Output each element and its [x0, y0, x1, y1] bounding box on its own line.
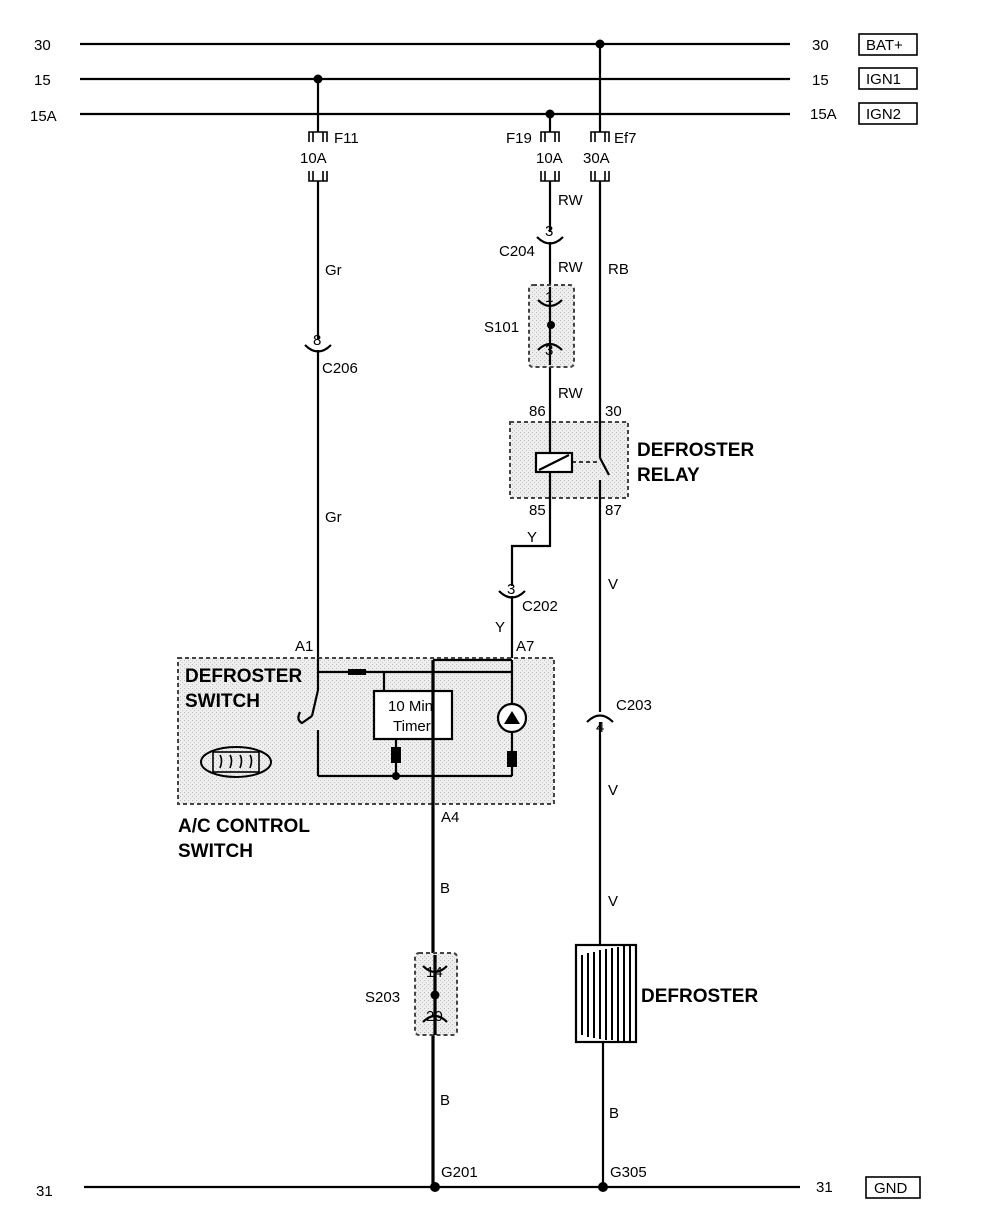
wire-b-left: B B: [431, 808, 450, 1187]
bus-ign2: 15A 15A IGN2: [30, 102, 918, 125]
wire-b-right: B: [601, 1042, 619, 1187]
wire-y-label: Y: [527, 529, 537, 546]
connector-c204-name: C204: [499, 243, 535, 260]
relay-title: DEFROSTER: [637, 440, 754, 461]
bus-gnd-left-label: 31: [36, 1183, 53, 1200]
connector-c203-name: C203: [616, 697, 652, 714]
splice-s101-name: S101: [484, 319, 519, 336]
wire-gr-label: Gr: [325, 262, 342, 279]
wire-v-label: V: [608, 893, 618, 910]
connector-c202-name: C202: [522, 598, 558, 615]
wire-rb-label: RB: [608, 261, 629, 278]
wire-rw: RW RW RW: [548, 181, 584, 455]
connector-c204-pin: 3: [545, 223, 553, 240]
defroster-switch-label: DEFROSTER: [185, 666, 302, 687]
bus-ign1: 15 15 IGN1: [34, 67, 918, 90]
wire-gr-label: Gr: [325, 509, 342, 526]
bus-ign2-right-label: 15A: [810, 106, 837, 123]
bus-bat-tag: BAT+: [866, 37, 903, 54]
pin-a1: A1: [295, 638, 313, 655]
wire-b-label: B: [440, 1092, 450, 1109]
fuse-ef7-rating: 30A: [583, 150, 610, 167]
bus-gnd: 31 31 GND: [36, 1176, 921, 1200]
bus-bat: 30 30 BAT+: [34, 33, 918, 56]
bus-ign1-tag: IGN1: [866, 71, 901, 88]
bus-ign1-right-label: 15: [812, 72, 829, 89]
connector-c206-name: C206: [322, 360, 358, 377]
fuse-ef7: Ef7 30A: [583, 44, 637, 182]
timer-label: 10 Min: [388, 698, 433, 715]
connector-c206-pin: 8: [313, 332, 321, 349]
wire-v-label: V: [608, 782, 618, 799]
wire-rw-label: RW: [558, 385, 584, 402]
relay-pin-85: 85: [529, 502, 546, 519]
connector-c204: 3 C204: [499, 223, 564, 260]
splice-s101-pin-bottom: 3: [545, 342, 553, 359]
fuse-f19: F19 10A: [506, 114, 563, 182]
wire-v-label: V: [608, 576, 618, 593]
relay-pin-87: 87: [605, 502, 622, 519]
ground-junction-dot: [430, 1182, 440, 1192]
fuse-f11: F11 10A: [300, 79, 359, 182]
defrost-symbol-icon: [200, 746, 272, 778]
wire-b-label: B: [609, 1105, 619, 1122]
connector-c203: 4 C203: [586, 697, 652, 736]
connector-c203-pin: 4: [596, 719, 604, 736]
defroster-label: DEFROSTER: [641, 986, 758, 1007]
wire-rw-label: RW: [558, 259, 584, 276]
bus-gnd-right-label: 31: [816, 1179, 833, 1196]
fuse-f19-rating: 10A: [536, 150, 563, 167]
relay-pin-86: 86: [529, 403, 546, 420]
pin-a7: A7: [516, 638, 534, 655]
timer-label: Timer: [393, 718, 431, 735]
wire-b-label: B: [440, 880, 450, 897]
bus-bat-left-label: 30: [34, 37, 51, 54]
wire-v: V V V: [598, 498, 618, 948]
connector-c206: 8 C206: [304, 332, 358, 377]
ac-control-switch: DEFROSTER SWITCH 10 Min Timer A1: [177, 638, 555, 862]
wire-rb: RB: [598, 181, 629, 422]
bus-gnd-tag: GND: [874, 1180, 908, 1197]
ground-g305: G305: [610, 1164, 647, 1181]
defroster-relay: 86 30 85 87 DEFROSTER RELAY: [509, 403, 754, 519]
splice-s101: 1 3 S101: [484, 284, 575, 368]
connector-c202: 3 C202: [498, 581, 558, 615]
fuse-ef7-name: Ef7: [614, 130, 637, 147]
connector-c202-pin: 3: [507, 581, 515, 598]
bus-ign1-left-label: 15: [34, 72, 51, 89]
wire-y: Y Y: [495, 498, 552, 660]
ac-control-switch-title: SWITCH: [178, 841, 253, 862]
wire-rw-label: RW: [558, 192, 584, 209]
pin-a4: A4: [441, 809, 459, 826]
fuse-f11-name: F11: [334, 130, 359, 147]
splice-s203-name: S203: [365, 989, 400, 1006]
wire-y-label: Y: [495, 619, 505, 636]
bus-ign2-left-label: 15A: [30, 108, 57, 125]
ground-junction-dot: [598, 1182, 608, 1192]
wire-gr: Gr Gr: [316, 181, 342, 710]
splice-s101-pin-top: 1: [545, 289, 553, 306]
fuse-f11-rating: 10A: [300, 150, 327, 167]
defroster-switch-label: SWITCH: [185, 691, 260, 712]
splice-s203-pin-bottom: 20: [426, 1008, 443, 1025]
defroster-element: DEFROSTER: [574, 943, 758, 1044]
ground-g201: G201: [441, 1164, 478, 1181]
bus-ign2-tag: IGN2: [866, 106, 901, 123]
relay-pin-30: 30: [605, 403, 622, 420]
splice-s203-pin-top: 14: [426, 964, 443, 981]
splice-s203: 14 20 S203: [365, 952, 458, 1036]
ac-control-switch-title: A/C CONTROL: [178, 816, 310, 837]
fuse-f19-name: F19: [506, 130, 532, 147]
relay-title: RELAY: [637, 465, 700, 486]
bus-bat-right-label: 30: [812, 37, 829, 54]
